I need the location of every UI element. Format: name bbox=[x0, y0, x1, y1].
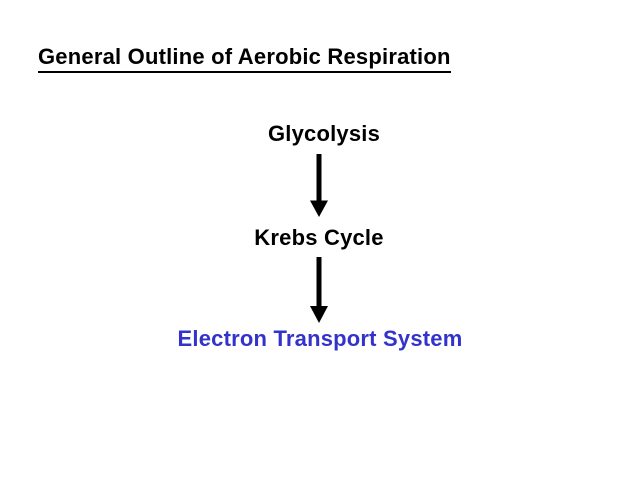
slide-title: General Outline of Aerobic Respiration bbox=[38, 46, 451, 73]
down-arrow-icon bbox=[309, 154, 329, 218]
flow-step-krebs-cycle: Krebs Cycle bbox=[254, 225, 384, 250]
down-arrow-icon bbox=[309, 257, 329, 323]
flow-step-glycolysis: Glycolysis bbox=[267, 121, 381, 146]
flow-step-electron-transport-system: Electron Transport System bbox=[177, 326, 463, 351]
